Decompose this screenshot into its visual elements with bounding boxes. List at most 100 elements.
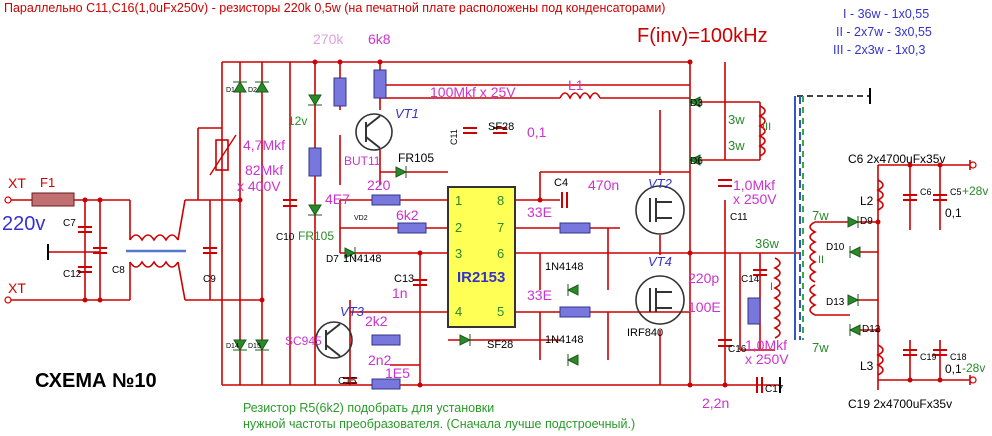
label-1n: 1n [392, 285, 408, 301]
label-sf28-bot: SF28 [487, 339, 513, 351]
winding-legend-i: I - 36w - 1x0,55 [843, 7, 929, 21]
label-33e-a: 33E [527, 204, 552, 220]
label-0-1: 0,1 [527, 124, 547, 140]
terminal-circles [4, 161, 977, 384]
label-sf28-top: SF28 [488, 121, 514, 133]
label-82mkf: 82Mkf [245, 162, 283, 178]
label-d2: D2 [248, 87, 257, 94]
label-winding-i: I [770, 281, 773, 293]
transformer-windings [758, 105, 884, 376]
label-4-7mkf: 4,7Mkf [243, 137, 285, 153]
label-l3: L3 [860, 359, 874, 373]
label-c5: C5 [950, 187, 962, 197]
fuse-f1 [31, 192, 75, 207]
label-100e: 100E [688, 299, 721, 315]
transistor-internals [325, 115, 672, 357]
bottom-note-line-1: Резистор R5(6k2) подобрать для установки [243, 401, 494, 415]
label-1n4148-c: 1N4148 [545, 334, 584, 346]
label-vt2: VT2 [648, 176, 673, 191]
label-vd2: VD2 [354, 215, 368, 222]
label-2n2: 2n2 [368, 352, 392, 368]
label-470n: 470n [588, 177, 619, 193]
label-winding-ii: II [818, 254, 824, 266]
label-250v-a: x 250V [733, 191, 777, 207]
xt-top-label: XT [8, 175, 26, 191]
label-100mkf: 100Mkf x 25V [430, 84, 516, 100]
inverter-frequency: F(inv)=100kHz [637, 25, 768, 47]
label-4e7: 4E7 [325, 191, 350, 207]
ic-pin-1: 1 [455, 193, 462, 208]
label-2-2n: 2,2n [702, 395, 729, 411]
label-d10: D10 [826, 242, 845, 253]
label-220: 220 [367, 177, 391, 193]
label-c10: C10 [276, 232, 295, 243]
label-d13: D13 [826, 297, 845, 308]
label-c12: C12 [63, 269, 82, 280]
schematic-title: СХЕМА №10 [35, 370, 157, 392]
label-d9: D9 [860, 216, 873, 227]
ic-ir2153-body [447, 186, 516, 328]
label-7w-a: 7w [812, 208, 829, 223]
label-d15: D15 [248, 343, 261, 350]
resistors [308, 69, 761, 390]
label-1n4148-a: 1N4148 [343, 253, 382, 265]
ic-pin-3: 3 [455, 246, 462, 261]
label-c9: C9 [203, 274, 216, 285]
winding-legend-ii: II - 2x7w - 3x0,55 [836, 25, 932, 39]
label-c13: C13 [394, 273, 414, 285]
thermistor [215, 139, 229, 171]
xt-bottom-label: XT [8, 280, 26, 296]
label-250v-b: x 250V [745, 351, 789, 367]
diodes [233, 81, 861, 366]
label-c17: C17 [765, 384, 784, 395]
label-1n4148-b: 1N4148 [545, 261, 584, 273]
label-minus-28v: -28v [962, 361, 985, 375]
label-12v: 12v [288, 114, 307, 128]
label-c19-pair: C19 2x4700uFx35v [848, 397, 952, 411]
transformer-core [794, 96, 801, 340]
label-c4: C4 [554, 177, 568, 189]
capacitors [78, 127, 947, 393]
label-d1: D1 [226, 87, 235, 94]
thermistor-slash [209, 134, 237, 176]
label-l1: L1 [568, 77, 584, 93]
label-l2: L2 [860, 194, 874, 208]
label-fr105-b: FR105 [298, 229, 334, 243]
label-3w-b: 3w [728, 138, 745, 153]
label-c11: C11 [730, 212, 748, 223]
label-c6: C6 [920, 187, 932, 197]
label-vt1: VT1 [395, 106, 419, 121]
label-2k2: 2k2 [365, 313, 388, 329]
label-7w-b: 7w [812, 340, 829, 355]
label-but11: BUT11 [344, 154, 381, 168]
label-220p: 220p [688, 270, 719, 286]
ic-pin-2: 2 [455, 220, 462, 235]
label-c14: C14 [741, 274, 760, 285]
label-c3: C11 [449, 129, 459, 145]
winding-legend-iii: III - 2x3w - 1x0,3 [833, 43, 925, 57]
label-1mkf-a: 1,0Mkf [733, 177, 775, 193]
label-0-1-top: 0,1 [945, 206, 962, 220]
label-c18: C18 [950, 352, 967, 362]
label-c7: C7 [63, 218, 76, 229]
mains-voltage: 220v [2, 213, 45, 235]
ic-pin-5: 5 [497, 304, 504, 319]
wires [8, 61, 971, 393]
label-36w: 36w [755, 236, 779, 251]
inductor-l1 [559, 92, 601, 100]
label-270k: 270k [313, 31, 344, 47]
label-d14: D14 [226, 343, 239, 350]
label-1e5: 1E5 [385, 365, 410, 381]
ic-name: IR2153 [457, 269, 505, 286]
label-winding-iii: III [762, 121, 771, 133]
label-plus-28v: +28v [962, 184, 988, 198]
label-fr105-a: FR105 [398, 151, 434, 165]
label-6k8: 6k8 [368, 31, 391, 47]
label-vt4: VT4 [648, 254, 672, 269]
label-c6-pair: C6 2x4700uFx35v [848, 152, 945, 166]
bottom-note-line-2: нужной частоты преобразователя. (Сначала… [243, 417, 635, 431]
ic-pin-7: 7 [497, 220, 504, 235]
label-irf840: IRF840 [627, 327, 663, 339]
label-d6: D6 [690, 156, 703, 167]
ic-pin-8: 8 [497, 193, 504, 208]
